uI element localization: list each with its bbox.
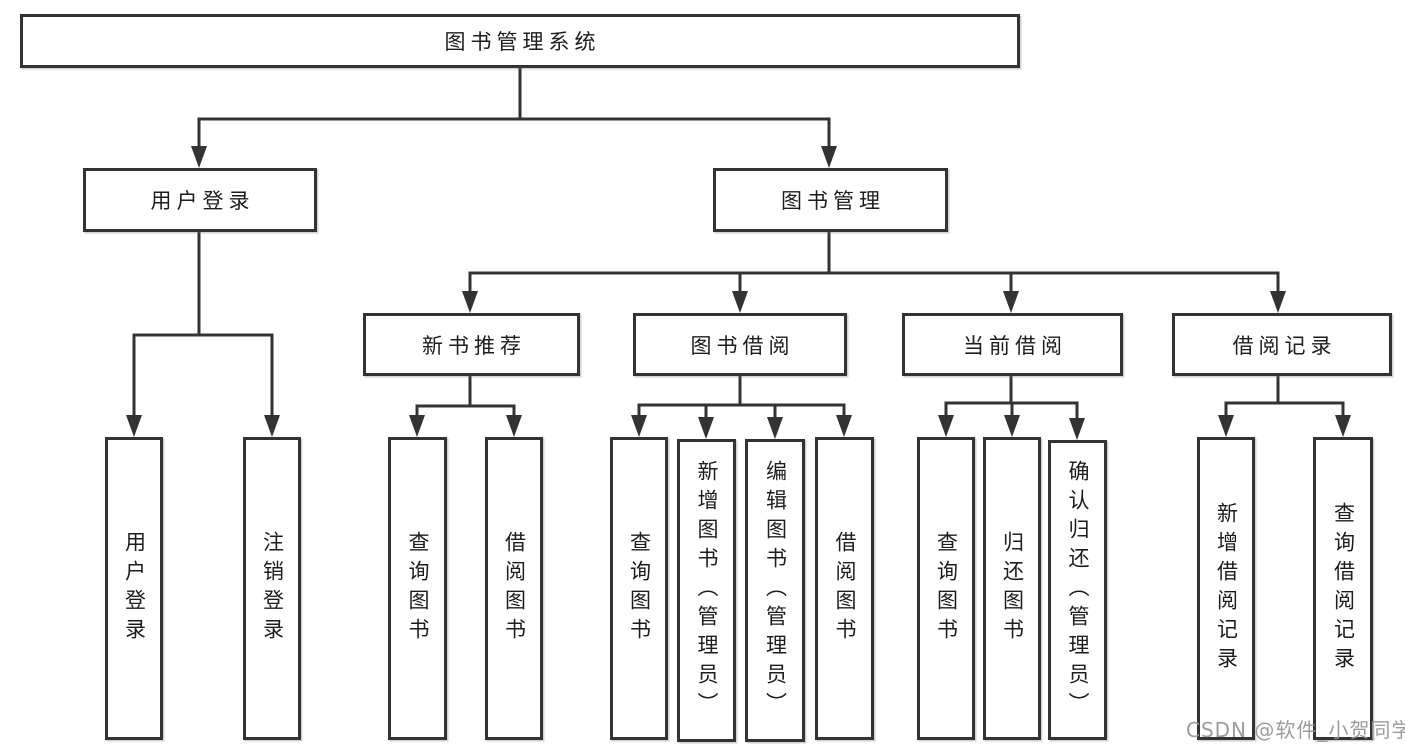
node-leaf-borrow-books-bb: 借阅图书 [815, 437, 874, 740]
node-label: 归还图书 [1000, 530, 1025, 647]
node-label: 查询图书 [627, 530, 652, 647]
node-label: 借阅记录 [1232, 333, 1337, 358]
node-new-book-recommend: 新书推荐 [363, 313, 580, 376]
node-current-borrowing: 当前借阅 [902, 313, 1123, 376]
node-leaf-return-books: 归还图书 [983, 437, 1041, 740]
node-label: 图书管理 [781, 189, 885, 213]
node-label: 查询借阅记录 [1331, 501, 1356, 676]
node-book-management: 图书管理 [713, 168, 948, 232]
node-leaf-add-borrow-record: 新增借阅记录 [1197, 437, 1255, 740]
connector-user-login-to-children [126, 232, 280, 437]
connector-new-book-to-children [409, 376, 522, 437]
node-label: 查询图书 [406, 530, 430, 647]
node-book-borrowing: 图书借阅 [633, 313, 847, 376]
node-leaf-user-login: 用户登录 [105, 437, 163, 740]
node-leaf-add-books-admin: 新增图书（管理员） [677, 439, 736, 742]
node-label: 编辑图书（管理员） [763, 460, 788, 721]
node-leaf-query-books-bb: 查询图书 [610, 437, 668, 740]
node-label: 新书推荐 [422, 333, 526, 358]
csdn-watermark: CSDN @软件_小贺同学 [1186, 718, 1405, 742]
node-label: 新增图书（管理员） [695, 460, 719, 721]
node-leaf-query-books-cb: 查询图书 [917, 437, 975, 740]
connector-root-to-level2 [191, 68, 837, 168]
connector-book-management-to-level3 [462, 232, 1286, 313]
node-library-management-system: 图书管理系统 [20, 14, 1020, 68]
node-label: 用户登录 [122, 530, 147, 647]
node-leaf-logout: 注销登录 [243, 437, 301, 740]
node-label: 图书管理系统 [444, 30, 601, 54]
node-user-login: 用户登录 [83, 168, 317, 232]
connector-borrowing-records-to-children [1218, 376, 1351, 437]
node-label: 借阅图书 [833, 530, 857, 647]
node-leaf-edit-books-admin: 编辑图书（管理员） [745, 439, 805, 742]
node-label: 借阅图书 [502, 530, 527, 647]
node-label: 当前借阅 [963, 333, 1067, 358]
connector-current-borrowing-to-children [938, 376, 1085, 440]
node-borrowing-records: 借阅记录 [1172, 313, 1392, 376]
connector-book-borrowing-to-children [631, 376, 852, 439]
node-label: 图书借阅 [690, 333, 795, 358]
node-label: 新增借阅记录 [1214, 501, 1239, 676]
node-label: 确认归还（管理员） [1066, 459, 1090, 721]
node-leaf-borrow-books-nb: 借阅图书 [485, 437, 543, 740]
node-leaf-query-borrow-record: 查询借阅记录 [1313, 437, 1373, 740]
node-label: 用户登录 [150, 189, 255, 213]
node-label: 查询图书 [934, 530, 959, 647]
node-label: 注销登录 [260, 530, 285, 647]
node-leaf-query-books-nb: 查询图书 [388, 437, 447, 740]
node-leaf-confirm-return-admin: 确认归还（管理员） [1048, 440, 1107, 740]
